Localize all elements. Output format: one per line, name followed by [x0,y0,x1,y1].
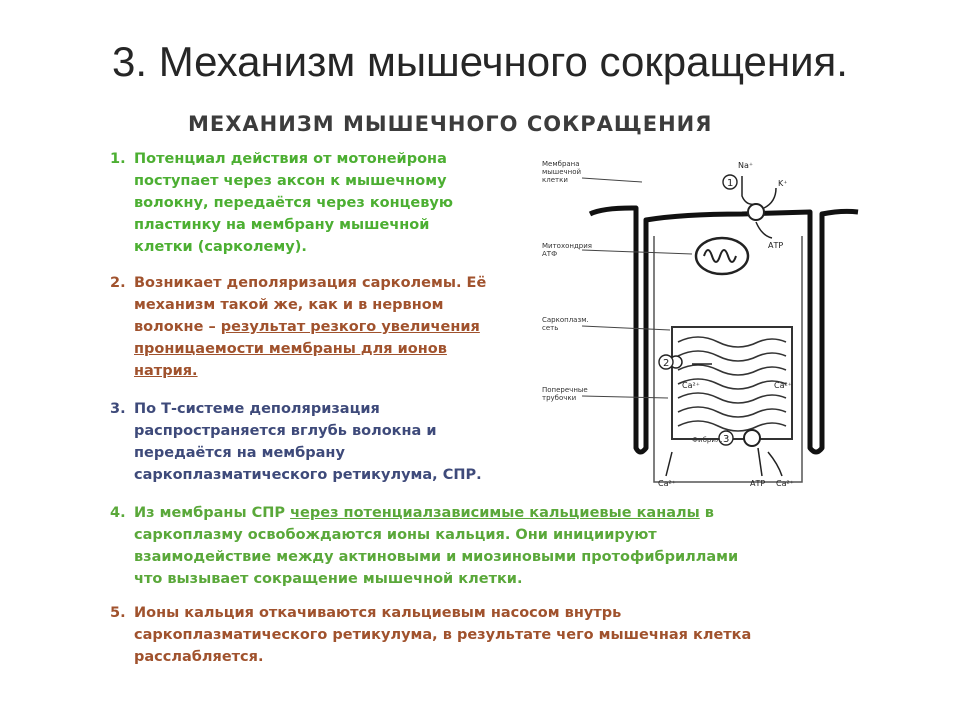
step-line: волокну, передаётся через концевую [134,195,453,211]
na-k-pump [747,203,765,221]
step-line: саркоплазматического ретикулума, в резул… [134,627,752,643]
step-text-underlined: результат резкого увеличения [220,319,480,335]
step-text: в [699,505,714,521]
marker-2 [658,354,674,370]
step-2: 2. Возникает деполяризация сарколемы. Её… [110,272,542,382]
step-text: Из мембраны СПР [134,505,291,521]
step-text-underlined: через потенциалзависимые кальциевые кана… [290,505,700,521]
marker-1-label: 1 [727,178,733,189]
step-line: пластинку на мембрану мышечной [134,217,430,233]
cell-outline [653,236,803,483]
step-line: По Т-системе деполяризация [134,401,380,417]
step-number: 5. [110,605,126,621]
step-line: саркоплазму освобождаются ионы кальция. … [134,527,657,543]
step-line: волокне – результат резкого увеличения [134,316,542,338]
muscle-cell-diagram: 1 2 3 Мембрана мышечной клетки Митохондр… [542,160,859,488]
step-line-underlined: проницаемости мембраны для ионов [134,341,447,357]
mitochondrion-shape [694,236,750,276]
marker-3 [718,430,734,446]
ion-atp-top: АТР [768,241,783,250]
marker-1 [722,174,738,190]
step-3: 3. По Т-системе деполяризация распростра… [110,398,542,486]
label-tubules: трубочки [542,394,576,402]
label-tubules: Поперечные [542,386,588,394]
step-number: 4. [110,505,126,521]
slide-title: 3. Механизм мышечного сокращения. [112,38,848,85]
step-line-underlined: натрия. [134,363,198,379]
label-fibers: Фибрил. [692,436,723,444]
step-1: 1. Потенциал действия от мотонейрона пос… [110,148,530,258]
step-line: Потенциал действия от мотонейрона [134,151,447,167]
step-line: клетки (сарколему). [134,239,307,255]
label-membrane: Мембрана [542,160,580,168]
step-line: передаётся на мембрану [134,445,345,461]
step-5: 5. Ионы кальция откачиваются кальциевым … [110,602,860,668]
ca-pump [743,429,761,447]
ion-na: Na⁺ [738,161,753,170]
ion-ca-bottom: Ca²⁺ [658,479,676,488]
step-line: саркоплазматического ретикулума, СПР. [134,467,482,483]
step-line: расслабляется. [134,649,264,665]
label-mitochondrion: АТФ [542,250,557,258]
step-line: поступает через аксон к мышечному [134,173,447,189]
step-line: Из мембраны СПР через потенциалзависимые… [134,502,860,524]
step-line: механизм такой же, как и в нервном [134,297,444,313]
step-line: распространяется вглубь волокна и [134,423,437,439]
marker-3-label: 3 [723,434,729,445]
leader-lines [581,177,693,399]
sarcolemma-membrane [588,205,859,455]
marker-2-label: 2 [663,358,669,369]
ion-ca-bottom2: Ca²⁺ [776,479,794,488]
sarcoplasmic-reticulum [671,326,793,440]
label-mitochondrion: Митохондрия [542,242,592,250]
figure-image: МЕХАНИЗМ МЫШЕЧНОГО СОКРАЩЕНИЯ 1. Потенци… [104,102,860,674]
step-4: 4. Из мембраны СПР через потенциалзависи… [110,502,860,590]
step-number: 3. [110,401,126,417]
label-membrane: мышечной [542,168,581,176]
step-number: 1. [110,151,126,167]
step-line: Ионы кальция откачиваются кальциевым нас… [134,605,622,621]
label-sr: Саркоплазм. [542,316,589,324]
step-line: взаимодействие между актиновыми и миозин… [134,549,739,565]
step-line: что вызывает сокращение мышечной клетки. [134,571,523,587]
ion-arrows [665,176,783,477]
step-line: Возникает деполяризация сарколемы. Её [134,275,487,291]
ion-ca-right: Ca²⁺ [774,381,792,390]
mitochondrion-cristae [703,249,737,263]
label-membrane: клетки [542,176,568,184]
sr-folds [677,336,787,432]
figure-heading: МЕХАНИЗМ МЫШЕЧНОГО СОКРАЩЕНИЯ [188,112,713,136]
ion-k: K⁺ [778,179,787,188]
ion-atp-bottom: АТР [750,479,765,488]
label-sr: сеть [542,324,558,332]
step-number: 2. [110,275,126,291]
ion-ca-left: Ca²⁺ [682,381,700,390]
step-text: волокне – [134,319,221,335]
